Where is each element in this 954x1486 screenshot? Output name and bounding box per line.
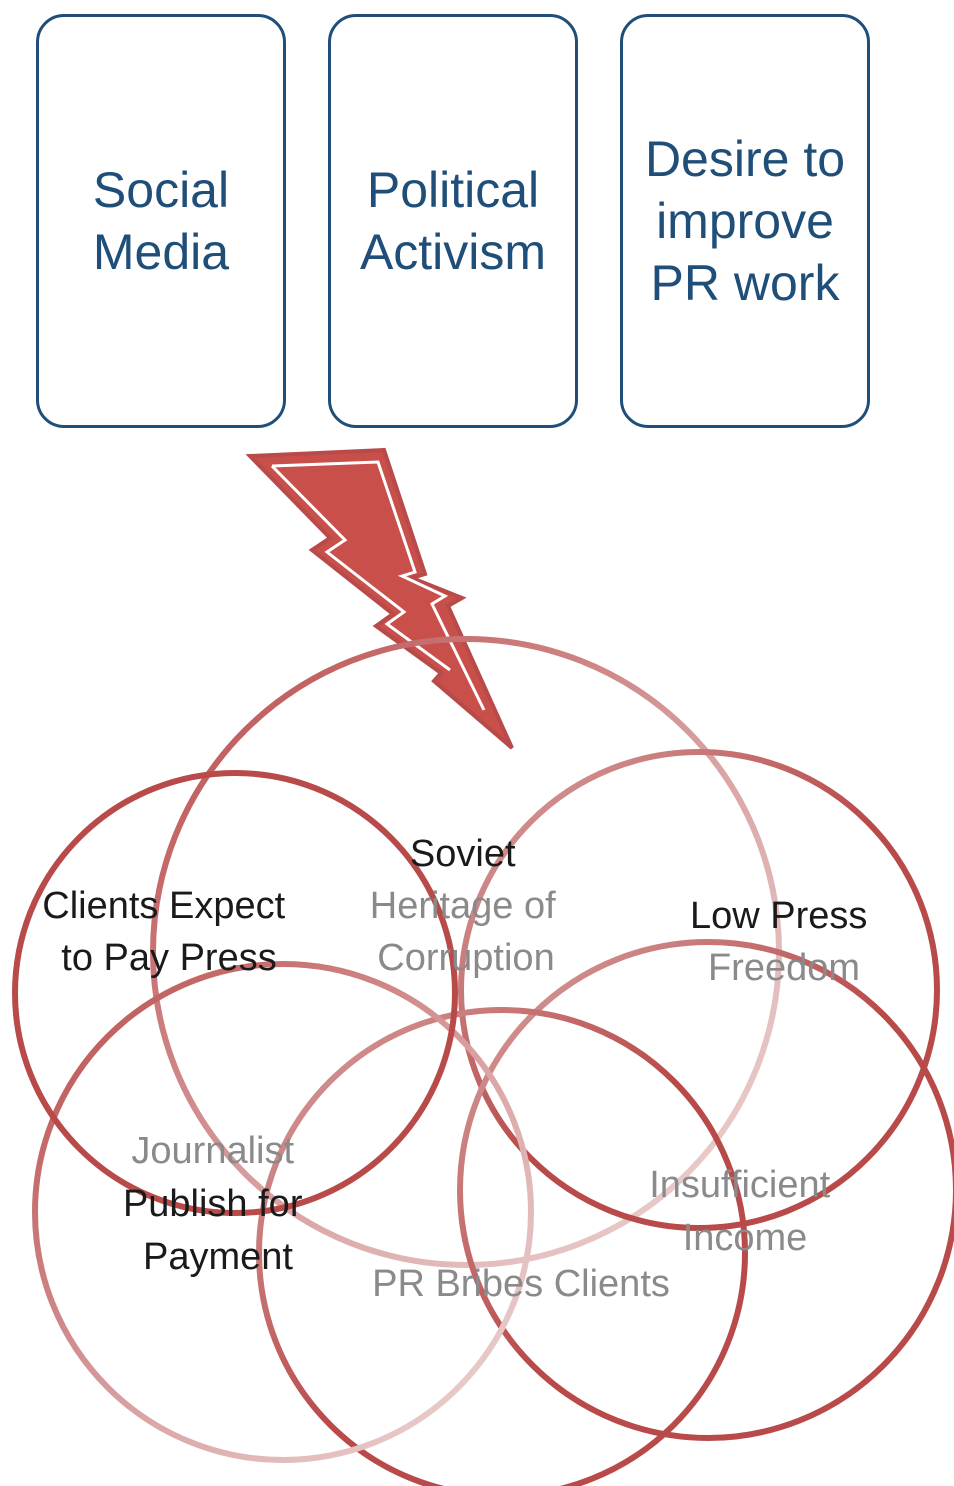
label-clients-expect-line1: Clients Expect: [42, 885, 285, 927]
box-desire-improve-pr-label: Desire to improve PR work: [644, 131, 846, 311]
label-journalist-publish: Journalist Publish for Payment: [123, 1130, 313, 1278]
lightning-bolt-arrow-icon: [245, 447, 514, 750]
label-journalist-publish-line3: Payment: [143, 1236, 293, 1278]
circle-clients-expect: [12, 770, 458, 1216]
label-clients-expect: Clients Expect to Pay Press: [42, 885, 295, 979]
box-desire-improve-pr: Desire to improve PR work: [620, 14, 870, 428]
label-soviet-heritage-line3: Corruption: [377, 937, 554, 979]
label-low-press-freedom-line1: Low Press: [690, 895, 867, 937]
label-journalist-publish-line1: Journalist: [131, 1130, 294, 1172]
label-soviet-heritage-line2: Heritage of: [370, 885, 556, 927]
circle-low-press-freedom: [458, 749, 940, 1231]
label-pr-bribes-clients: PR Bribes Clients: [372, 1263, 670, 1305]
label-soviet-heritage-line1: Soviet: [410, 833, 516, 875]
box-social-media-label: Social Media: [92, 162, 230, 280]
circle-insufficient-income: [457, 939, 954, 1441]
label-clients-expect-line2: to Pay Press: [61, 937, 276, 979]
label-low-press-freedom-line2: Freedom: [708, 947, 860, 989]
box-political-activism: Political Activism: [328, 14, 578, 428]
label-insufficient-income-line1: Insufficient: [649, 1164, 830, 1206]
box-political-activism-label: Political Activism: [359, 162, 547, 280]
circle-journalist-publish: [32, 961, 534, 1463]
box-social-media: Social Media: [36, 14, 286, 428]
label-journalist-publish-line2: Publish for: [123, 1183, 303, 1225]
label-insufficient-income-line2: Income: [683, 1217, 808, 1259]
label-pr-bribes-clients-line1: PR Bribes Clients: [372, 1263, 670, 1305]
label-low-press-freedom: Low Press Freedom: [690, 895, 878, 989]
label-insufficient-income: Insufficient Income: [649, 1164, 841, 1259]
circle-pr-bribes-clients: [256, 1007, 748, 1486]
label-soviet-heritage: Soviet Heritage of Corruption: [370, 833, 566, 979]
